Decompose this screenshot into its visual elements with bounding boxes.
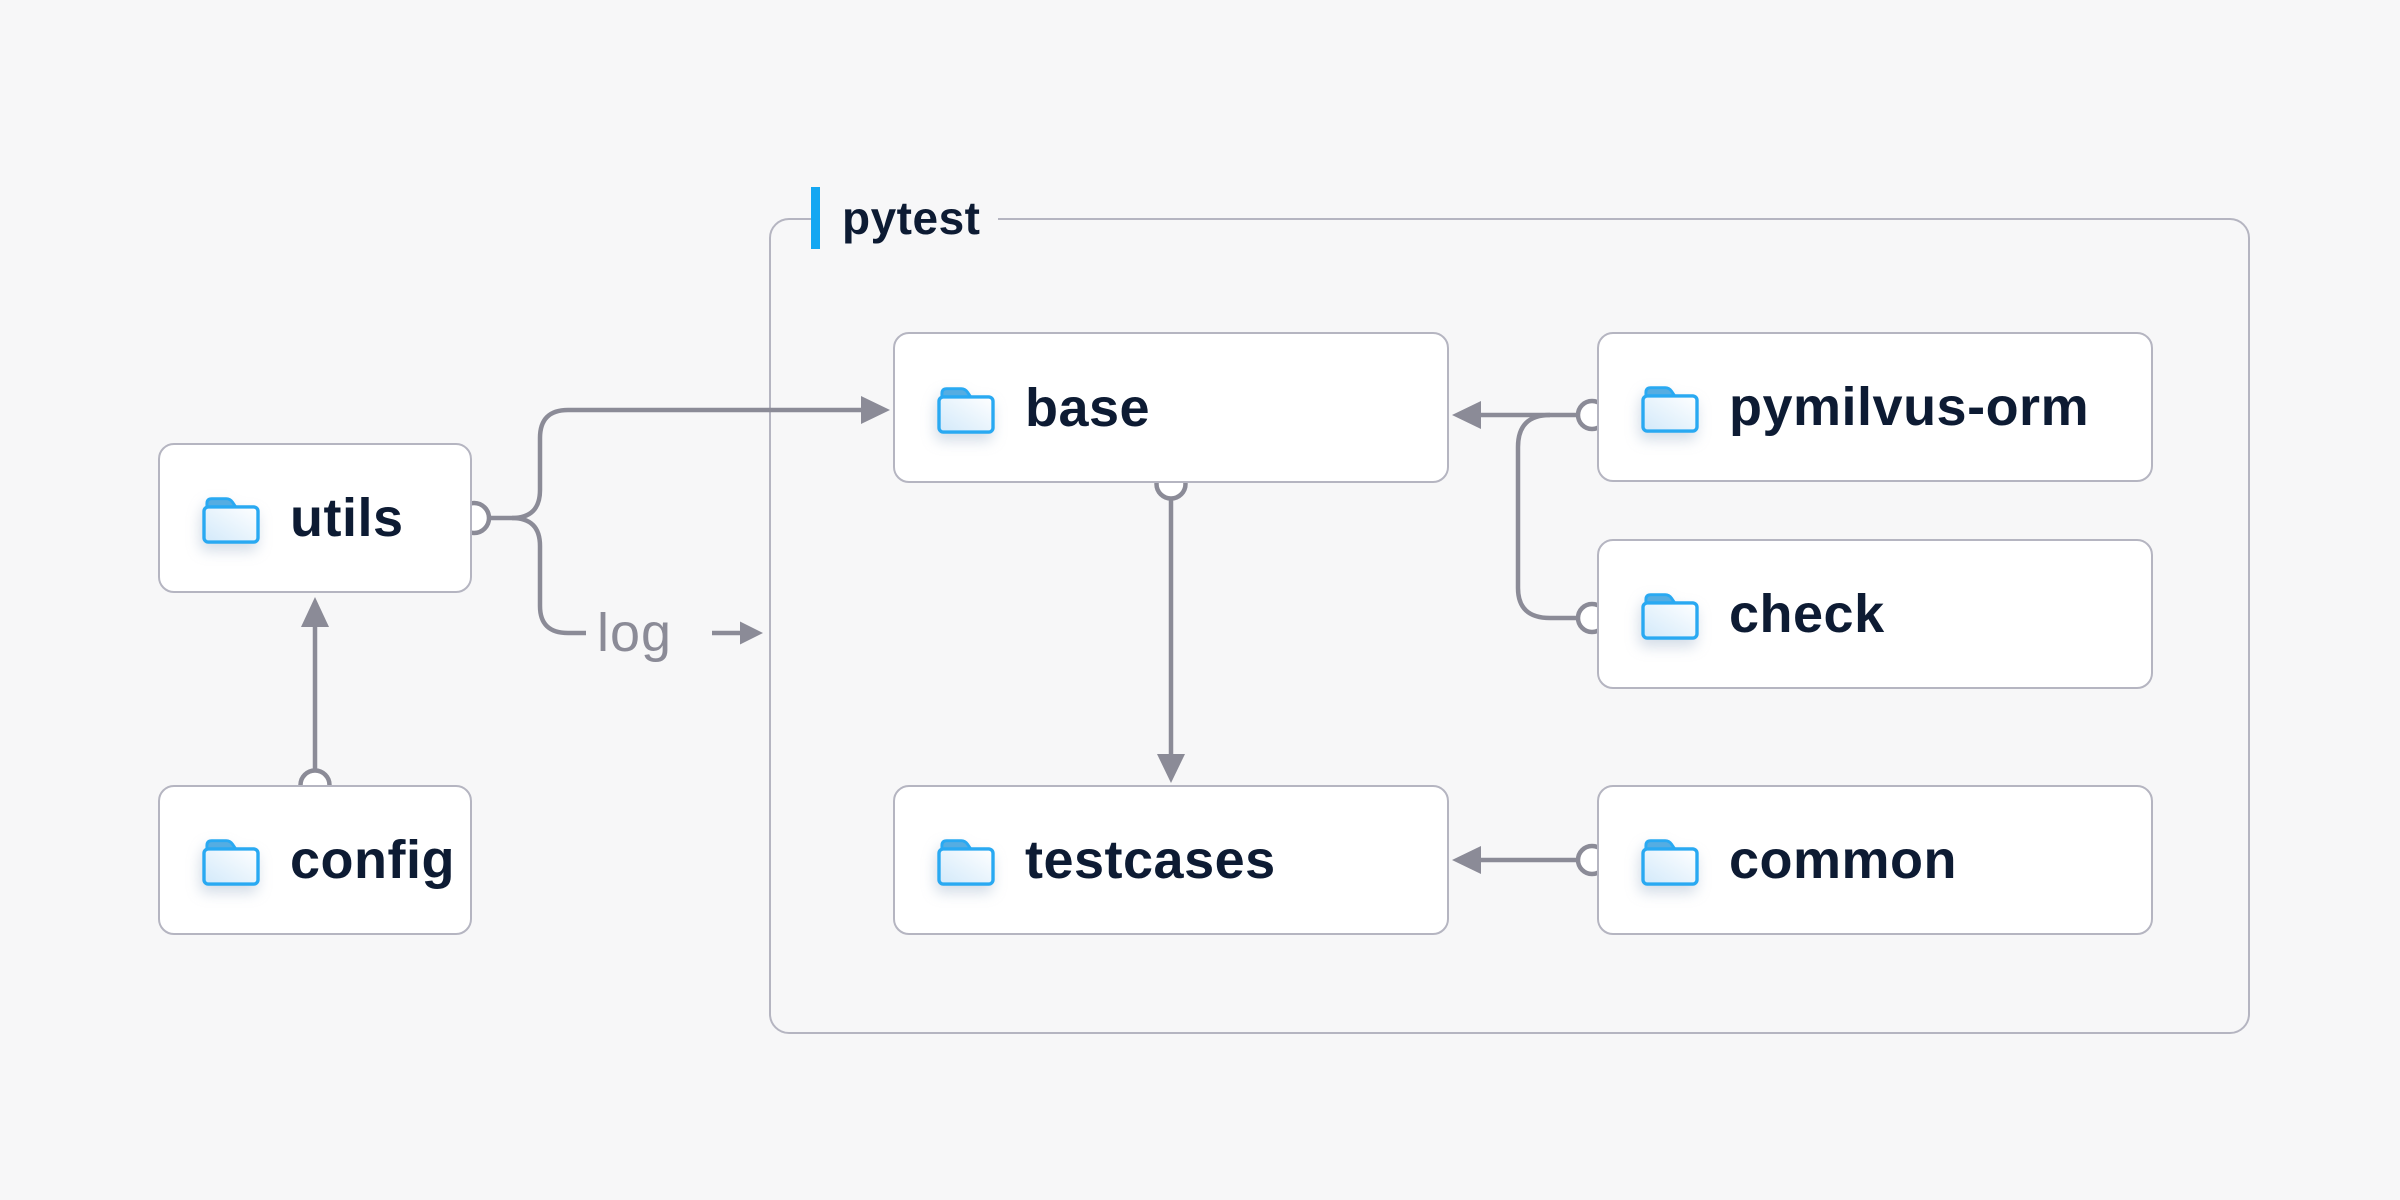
group-pytest: pytest <box>769 187 2250 1034</box>
folder-icon <box>1641 386 1699 433</box>
folder-icon <box>202 839 260 886</box>
node-label: common <box>1729 830 1958 890</box>
node-config: config <box>158 785 472 935</box>
edge-label-log: log <box>597 603 673 663</box>
edge-config-utils <box>298 597 332 802</box>
folder-icon <box>937 839 995 886</box>
folder-icon <box>937 386 995 434</box>
accent-bar <box>811 187 820 249</box>
node-label: base <box>1025 377 1151 438</box>
node-base: base <box>893 332 1449 483</box>
folder-icon <box>202 497 260 544</box>
node-label: pymilvus-orm <box>1729 377 2090 437</box>
node-utils: utils <box>158 443 472 593</box>
node-label: config <box>290 830 455 890</box>
node-testcases: testcases <box>893 785 1449 935</box>
folder-icon <box>1641 593 1699 640</box>
group-title: pytest <box>842 192 981 244</box>
node-common: common <box>1597 785 2153 935</box>
group-pytest-label: pytest <box>811 187 999 249</box>
node-pymilvus-orm: pymilvus-orm <box>1597 332 2153 482</box>
node-label: utils <box>290 488 404 548</box>
folder-icon <box>1641 839 1699 886</box>
node-label: testcases <box>1025 830 1276 890</box>
node-label: check <box>1729 584 1885 644</box>
node-check: check <box>1597 539 2153 689</box>
